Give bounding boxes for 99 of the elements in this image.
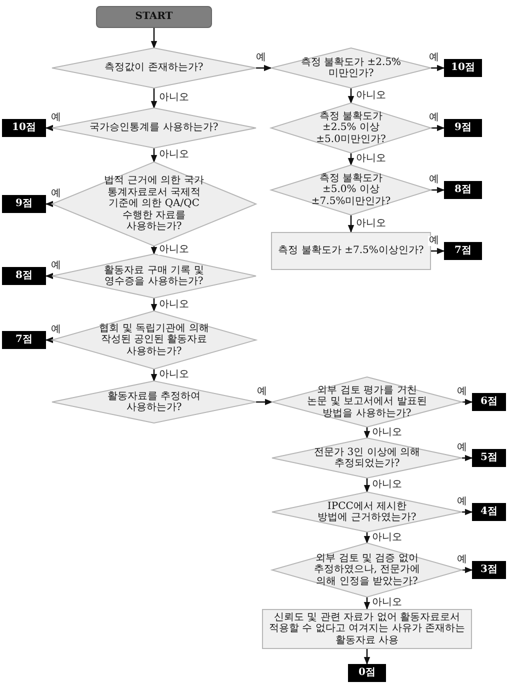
- arrow: [431, 124, 445, 132]
- question-text: 외부 검토 및 검증 없이 추정하였으나, 전문가에 의해 인정을 받았는가?: [312, 552, 422, 588]
- arrow: [348, 88, 354, 104]
- arrow: [150, 28, 158, 49]
- question-text: 외부 검토 평가를 거친 논문 및 보고서에서 발표된 방법을 사용하는가?: [307, 384, 427, 420]
- arrow: [150, 369, 158, 382]
- arrow: [431, 248, 445, 254]
- start-label: START: [135, 11, 173, 23]
- question-text: 측정 불확도가 ±2.5% 이상 ±5.0미만인가?: [315, 110, 387, 146]
- edge-label: 예: [456, 387, 468, 397]
- score-box: [444, 119, 482, 137]
- score-box: [348, 664, 386, 682]
- score-label: 7점: [16, 334, 32, 346]
- arrow: [150, 298, 158, 312]
- score-label: 5점: [480, 452, 498, 464]
- arrow: [364, 427, 370, 439]
- arrow: [150, 88, 158, 109]
- arrow: [364, 532, 370, 544]
- question-text: 활동자료를 추정하여 사용하는가?: [106, 390, 202, 414]
- question-text: 전문가 3인 이상에 의해 추정되었는가?: [313, 446, 421, 470]
- score-box: [472, 393, 506, 411]
- arrow: [364, 597, 370, 610]
- arrow: [45, 272, 54, 280]
- arrow: [150, 246, 158, 255]
- edge-label: 예: [456, 497, 468, 507]
- score-label: 9점: [454, 122, 472, 134]
- edge-label: 아니오: [355, 218, 387, 228]
- score-box: [444, 181, 482, 199]
- process-box: [271, 232, 431, 270]
- edge-label: 아니오: [371, 428, 403, 438]
- arrow: [462, 398, 473, 406]
- edge-label: 예: [256, 387, 268, 397]
- edge-label: 아니오: [158, 370, 190, 380]
- score-label: 6점: [480, 396, 498, 408]
- arrow: [256, 398, 273, 406]
- edge-label: 아니오: [158, 93, 190, 103]
- edge-label: 예: [50, 113, 62, 123]
- start-box: [96, 6, 212, 28]
- question-text: 국가승인통계를 사용하는가?: [89, 122, 219, 134]
- edge-label: 아니오: [371, 480, 403, 490]
- question-text: 활동자료 구매 기록 및 영수증을 사용하는가?: [103, 264, 205, 288]
- question-text: 협회 및 독립기관에 의해 작성된 공인된 활동자료 사용하는가?: [98, 322, 210, 358]
- arrow: [45, 124, 54, 132]
- edge-label: 아니오: [355, 90, 387, 100]
- score-box: [472, 561, 506, 579]
- arrow: [462, 508, 473, 516]
- edge-label: 예: [456, 443, 468, 453]
- arrow: [348, 153, 354, 166]
- score-label: 10점: [12, 122, 36, 134]
- score-label: 0점: [358, 667, 376, 679]
- question-text: 법적 근거에 의한 국가 통계자료로서 국제적 기준에 의한 QA/QC 수행한 자료를 사용하는가?: [103, 175, 205, 233]
- arrow: [364, 649, 370, 665]
- arrow: [45, 336, 54, 344]
- edge-label: 예: [50, 189, 62, 199]
- question-text: 측정 불확도가 ±5.0% 이상 ±7.5%미만인가?: [311, 172, 391, 208]
- score-box: [472, 503, 506, 521]
- question-text: 측정 불확도가 ±7.5%이상인가?: [277, 245, 425, 257]
- score-label: 4점: [480, 506, 498, 518]
- edge-label: 예: [456, 555, 468, 565]
- score-label: 8점: [454, 184, 472, 196]
- question-text: 신뢰도 및 관련 자료가 없어 활동자료로서 적용할 수 없다고 여겨지는 사유가 존재하는 활동자료 사용: [269, 612, 465, 646]
- process-box: [262, 609, 472, 649]
- edge-label: 예: [255, 53, 267, 63]
- arrow: [462, 454, 473, 462]
- score-box: [444, 59, 482, 77]
- score-box: [444, 242, 482, 260]
- arrow: [150, 148, 158, 163]
- question-text: 측정값이 존재하는가?: [104, 62, 204, 74]
- score-label: 7점: [454, 245, 472, 257]
- score-box: [2, 195, 46, 213]
- edge-label: 예: [50, 261, 62, 271]
- edge-label: 예: [428, 236, 440, 246]
- score-label: 10점: [451, 62, 475, 74]
- edge-label: 아니오: [158, 245, 190, 255]
- arrow: [348, 215, 354, 233]
- arrow: [45, 200, 54, 208]
- score-label: 3점: [480, 564, 498, 576]
- arrow: [431, 64, 445, 72]
- arrow: [431, 186, 445, 194]
- edge-label: 아니오: [158, 150, 190, 160]
- score-box: [2, 119, 46, 137]
- arrow: [364, 478, 370, 493]
- arrow: [256, 64, 272, 72]
- edge-label: 아니오: [158, 300, 190, 310]
- score-box: [472, 449, 506, 467]
- edge-label: 예: [428, 53, 440, 63]
- score-box: [2, 331, 46, 349]
- edge-label: 예: [428, 175, 440, 185]
- edge-label: 아니오: [371, 598, 403, 608]
- score-label: 9점: [16, 198, 32, 210]
- score-box: [2, 267, 46, 285]
- edge-label: 아니오: [371, 532, 403, 542]
- edge-label: 아니오: [355, 154, 387, 164]
- arrow: [462, 566, 473, 574]
- edge-label: 예: [50, 325, 62, 335]
- question-text: IPCC에서 제시한 방법에 근거하였는가?: [316, 500, 418, 524]
- score-label: 8점: [16, 270, 32, 282]
- edge-label: 예: [428, 113, 440, 123]
- question-text: 측정 불확도가 ±2.5% 미만인가?: [300, 56, 402, 80]
